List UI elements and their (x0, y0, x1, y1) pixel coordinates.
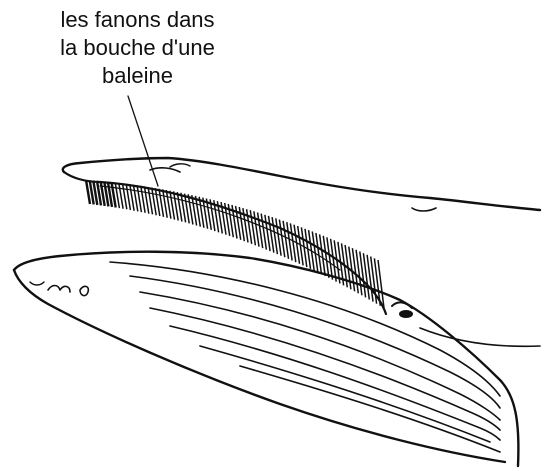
upper-jaw (63, 158, 540, 314)
throat-groove (150, 308, 500, 430)
leader-line (128, 96, 158, 186)
throat-groove (240, 366, 500, 452)
eye-icon (399, 310, 413, 318)
lower-jaw (14, 252, 518, 466)
baleen-plates (86, 180, 384, 308)
throat-grooves (110, 262, 500, 452)
throat-groove (200, 346, 490, 442)
